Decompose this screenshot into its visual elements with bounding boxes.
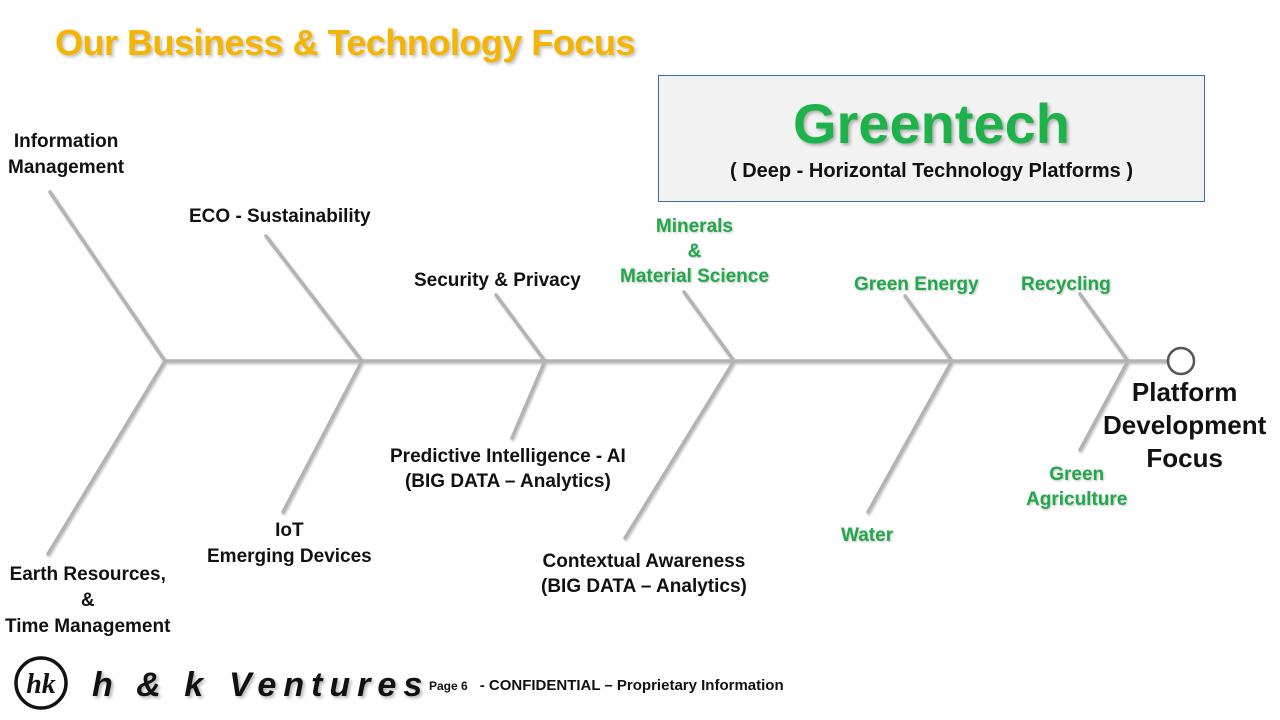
slide-title: Our Business & Technology Focus	[55, 22, 635, 63]
greentech-subtitle: ( Deep - Horizontal Technology Platforms…	[730, 160, 1133, 182]
greentech-title: Greentech	[793, 92, 1070, 155]
brand-ventures: Ventures	[229, 666, 430, 704]
bone-bottom-4	[623, 359, 736, 540]
greentech-box: Greentech ( Deep - Horizontal Technology…	[658, 75, 1205, 202]
logo-mark: hk	[26, 669, 56, 700]
bone-bottom-2	[281, 359, 364, 514]
branch-label-contextual-awareness: Contextual Awareness(BIG DATA – Analytic…	[541, 551, 747, 597]
branch-label-predictive-intelligence: Predictive Intelligence - AI(BIG DATA – …	[390, 446, 626, 492]
confidential-notice: - CONFIDENTIAL – Proprietary Information	[479, 677, 784, 694]
branch-label-eco-sustainability: ECO - Sustainability	[189, 206, 371, 227]
bone-bottom-6	[1078, 359, 1130, 452]
bone-top-3	[494, 293, 547, 363]
page-number: Page 6	[429, 679, 468, 693]
bone-top-1	[48, 190, 167, 363]
branch-label-minerals-material-science: Minerals&Material Science	[620, 216, 769, 287]
bone-top-6	[1078, 292, 1130, 363]
branch-label-recycling: Recycling	[1021, 274, 1111, 295]
bone-top-5	[903, 294, 954, 363]
branch-label-earth-resources: Earth Resources,&Time Management	[5, 564, 171, 637]
bone-bottom-5	[866, 359, 954, 514]
branch-label-water: Water	[841, 525, 894, 546]
bone-top-2	[264, 234, 364, 363]
bone-bottom-1	[46, 359, 167, 556]
head-circle	[1166, 346, 1196, 376]
branch-label-security-privacy: Security & Privacy	[414, 270, 581, 291]
bone-bottom-3	[510, 359, 547, 440]
footer-text: Page 6 - CONFIDENTIAL – Proprietary Infor…	[429, 677, 784, 694]
hk-ventures-logo-icon: hk	[14, 656, 68, 710]
bone-top-4	[682, 290, 736, 363]
brand-hk: h & k	[92, 666, 211, 704]
branch-label-green-energy: Green Energy	[854, 274, 979, 295]
